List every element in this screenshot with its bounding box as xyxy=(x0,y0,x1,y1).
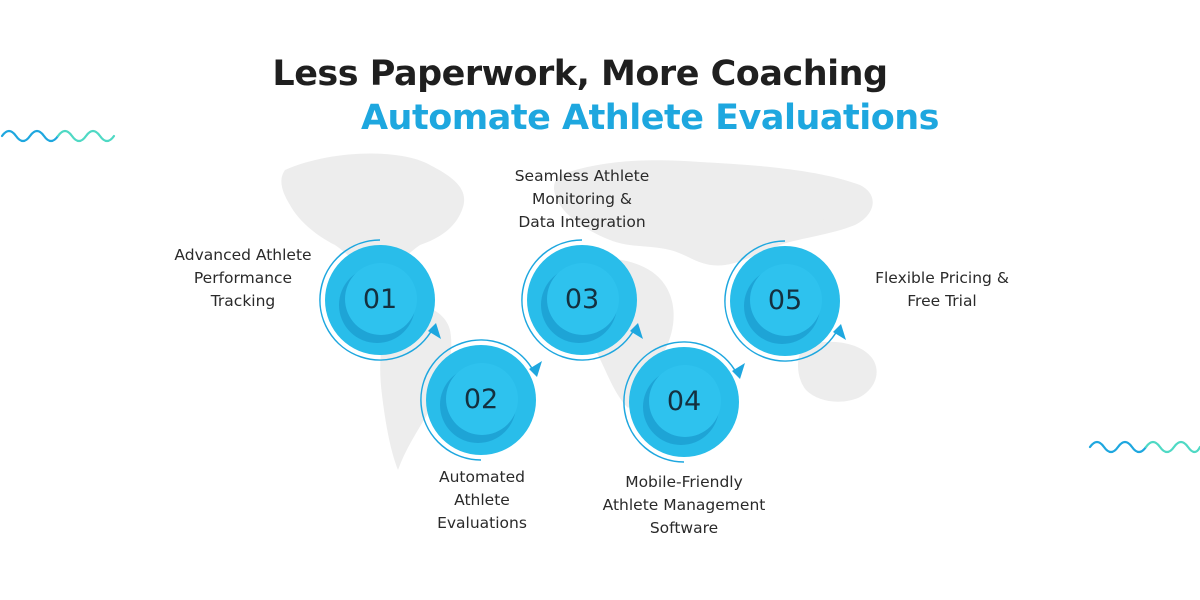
step-04-circle: 04 xyxy=(619,337,749,467)
step-01-label: Advanced Athlete Performance Tracking xyxy=(174,246,312,310)
step-circle-graphic xyxy=(623,341,745,463)
step-circle-graphic xyxy=(724,240,846,362)
wave-decoration-left xyxy=(0,129,116,143)
step-number: 01 xyxy=(362,284,398,315)
step-number: 04 xyxy=(666,386,702,417)
step-03-label: Seamless Athlete Monitoring & Data Integ… xyxy=(514,167,650,231)
wave-decoration-right xyxy=(1088,440,1200,454)
step-03-circle: 03 xyxy=(517,235,647,365)
step-04-label: Mobile-Friendly Athlete Management Softw… xyxy=(602,473,766,537)
step-circle-graphic xyxy=(319,239,441,361)
step-05-label: Flexible Pricing & Free Trial xyxy=(875,269,1009,310)
step-circle-graphic xyxy=(521,239,643,361)
step-02-label: Automated Athlete Evaluations xyxy=(437,468,527,532)
step-number: 03 xyxy=(564,284,600,315)
step-01-circle: 01 xyxy=(315,235,445,365)
step-circle-graphic xyxy=(420,339,542,461)
step-number: 05 xyxy=(767,285,803,316)
page-title: Less Paperwork, More Coaching xyxy=(272,54,888,94)
step-02-circle: 02 xyxy=(416,335,546,465)
step-number: 02 xyxy=(463,384,499,415)
step-05-circle: 05 xyxy=(720,236,850,366)
page-subtitle: Automate Athlete Evaluations xyxy=(360,98,940,138)
